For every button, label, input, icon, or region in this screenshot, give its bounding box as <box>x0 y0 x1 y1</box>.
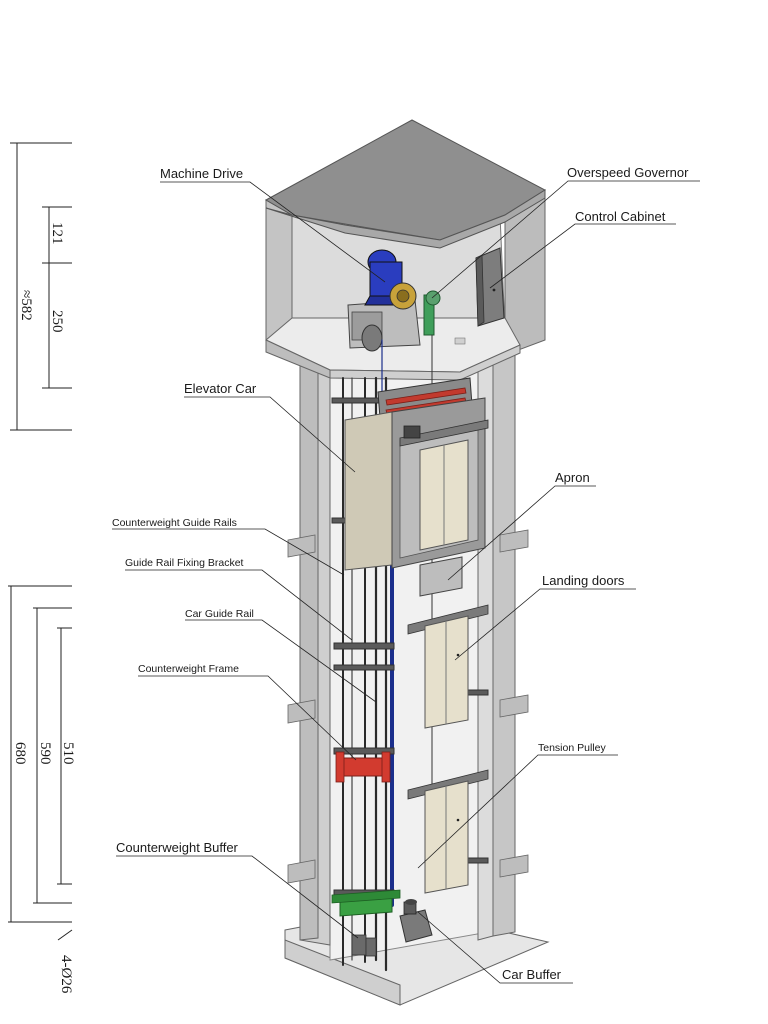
counterweight-frame-unit <box>335 751 391 783</box>
elevator-car-assembly <box>344 377 489 597</box>
control-cabinet-box <box>475 247 505 327</box>
landing-door-1 <box>407 604 489 729</box>
label-overspeed-governor: Overspeed Governor <box>567 165 689 180</box>
landing-door-2 <box>407 769 489 894</box>
label-elevator-car: Elevator Car <box>184 381 257 396</box>
label-landing-doors: Landing doors <box>542 573 625 588</box>
machine-room <box>264 119 547 381</box>
label-counterweight-buffer: Counterweight Buffer <box>116 840 239 855</box>
callout-labels: Machine Drive Overspeed Governor Control… <box>112 165 689 982</box>
dimension-top-b: 250 <box>49 310 65 333</box>
leader-lines <box>112 180 700 984</box>
dimension-bottom-b: 510 <box>60 742 76 765</box>
dimension-top-a: 121 <box>49 222 65 245</box>
traction-sheave <box>389 282 417 310</box>
dimension-bottom-note: 4-Ø26 <box>58 955 74 994</box>
label-machine-drive: Machine Drive <box>160 166 243 181</box>
label-counterweight-guide-rails: Counterweight Guide Rails <box>112 517 237 529</box>
label-tension-pulley: Tension Pulley <box>538 742 606 754</box>
dimension-group-bottom <box>8 585 73 941</box>
pit-equipment <box>331 889 433 957</box>
dimension-top-total: ≈582 <box>18 290 34 321</box>
label-guide-rail-fixing-bracket: Guide Rail Fixing Bracket <box>125 557 244 569</box>
label-apron: Apron <box>555 470 590 485</box>
label-counterweight-frame: Counterweight Frame <box>138 663 239 675</box>
dimension-group-top <box>10 142 72 431</box>
label-car-buffer: Car Buffer <box>502 967 562 982</box>
label-car-guide-rail: Car Guide Rail <box>185 608 254 620</box>
landing-doors <box>407 604 489 894</box>
dimension-bottom-a: 590 <box>37 742 53 765</box>
label-control-cabinet: Control Cabinet <box>575 209 666 224</box>
dimension-bottom-total: 680 <box>12 742 28 765</box>
